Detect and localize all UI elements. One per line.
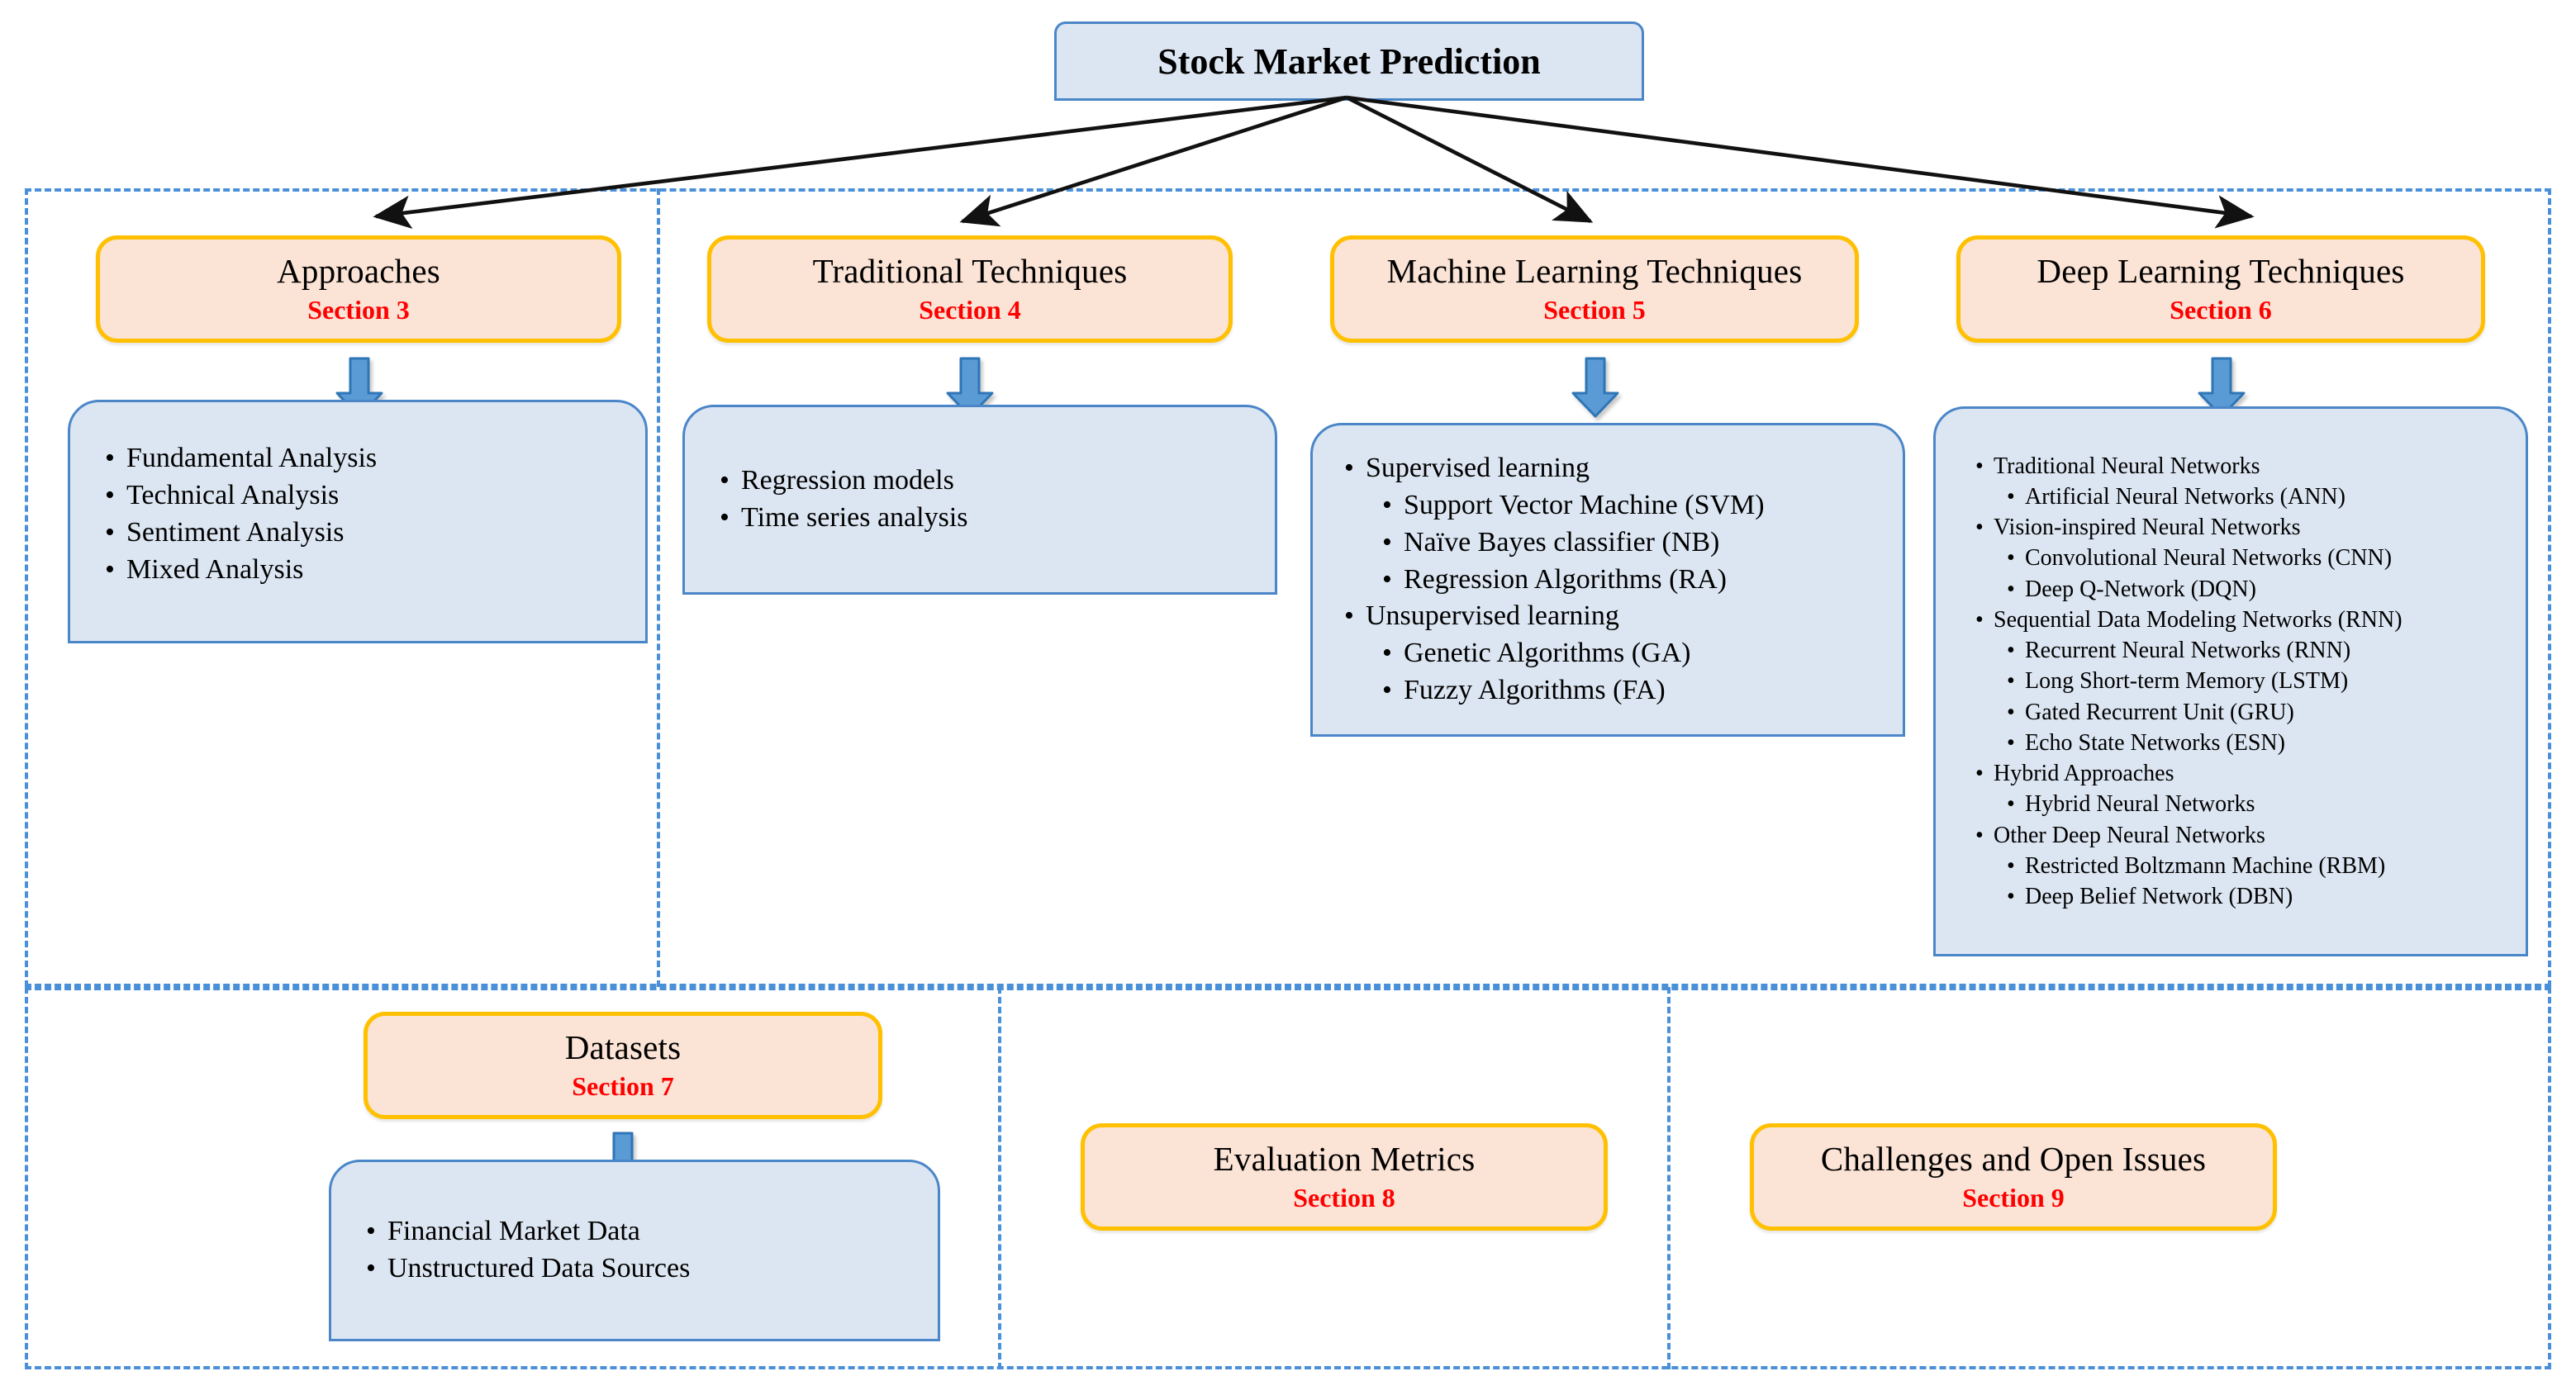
content-box-datasets: Financial Market DataUnstructured Data S… xyxy=(329,1160,940,1341)
list-item: Fundamental Analysis xyxy=(105,440,645,477)
section-box-evaluation-metrics[interactable]: Evaluation Metrics Section 8 xyxy=(1081,1123,1608,1231)
list-item: Deep Belief Network (DBN) xyxy=(1975,881,2526,912)
list-item: Fuzzy Algorithms (FA) xyxy=(1344,672,1903,709)
content-box-machine-learning: Supervised learningSupport Vector Machin… xyxy=(1310,423,1905,737)
content-box-traditional: Regression modelsTime series analysis xyxy=(682,405,1277,595)
section-title-evaluation-metrics: Evaluation Metrics xyxy=(1213,1139,1476,1178)
section-label-traditional: Section 4 xyxy=(919,294,1021,325)
list-item: Unstructured Data Sources xyxy=(366,1250,938,1288)
list-item: Time series analysis xyxy=(720,500,1275,537)
section-title-datasets: Datasets xyxy=(564,1027,682,1066)
dashed-container-bottom xyxy=(25,987,2551,1369)
bullet-list-approaches: Fundamental AnalysisTechnical AnalysisSe… xyxy=(70,440,645,589)
section-box-machine-learning[interactable]: Machine Learning Techniques Section 5 xyxy=(1330,235,1859,343)
section-label-machine-learning: Section 5 xyxy=(1543,294,1646,325)
list-item: Convolutional Neural Networks (CNN) xyxy=(1975,543,2526,573)
section-title-machine-learning: Machine Learning Techniques xyxy=(1386,251,1803,290)
list-item: Sentiment Analysis xyxy=(105,515,645,552)
section-title-approaches: Approaches xyxy=(277,251,440,290)
section-title-traditional: Traditional Techniques xyxy=(812,251,1128,290)
list-item: Hybrid Approaches xyxy=(1975,758,2526,789)
title-box: Stock Market Prediction xyxy=(1054,21,1644,101)
dashed-divider-bottom-right xyxy=(1667,987,1671,1369)
list-item: Vision-inspired Neural Networks xyxy=(1975,512,2526,543)
content-box-approaches: Fundamental AnalysisTechnical AnalysisSe… xyxy=(68,400,648,643)
list-item: Support Vector Machine (SVM) xyxy=(1344,487,1903,524)
section-box-deep-learning[interactable]: Deep Learning Techniques Section 6 xyxy=(1956,235,2485,343)
section-label-approaches: Section 3 xyxy=(307,294,410,325)
section-box-traditional[interactable]: Traditional Techniques Section 4 xyxy=(707,235,1233,343)
list-item: Naïve Bayes classifier (NB) xyxy=(1344,524,1903,562)
section-box-datasets[interactable]: Datasets Section 7 xyxy=(364,1012,882,1119)
list-item: Hybrid Neural Networks xyxy=(1975,789,2526,819)
section-label-challenges: Section 9 xyxy=(1962,1182,2065,1212)
list-item: Restricted Boltzmann Machine (RBM) xyxy=(1975,851,2526,881)
list-item: Traditional Neural Networks xyxy=(1975,451,2526,482)
dashed-divider-bottom-left xyxy=(998,987,1001,1369)
down-arrow-machine-learning xyxy=(1570,357,1621,418)
section-box-approaches[interactable]: Approaches Section 3 xyxy=(96,235,621,343)
bullet-list-datasets: Financial Market DataUnstructured Data S… xyxy=(331,1213,938,1288)
section-label-evaluation-metrics: Section 8 xyxy=(1293,1182,1395,1212)
section-box-challenges[interactable]: Challenges and Open Issues Section 9 xyxy=(1750,1123,2277,1231)
bullet-list-deep-learning: Traditional Neural NetworksArtificial Ne… xyxy=(1936,451,2526,913)
list-item: Recurrent Neural Networks (RNN) xyxy=(1975,635,2526,666)
section-title-deep-learning: Deep Learning Techniques xyxy=(2037,251,2405,290)
list-item: Artificial Neural Networks (ANN) xyxy=(1975,482,2526,512)
section-label-datasets: Section 7 xyxy=(572,1070,674,1101)
bullet-list-machine-learning: Supervised learningSupport Vector Machin… xyxy=(1313,450,1903,709)
bullet-list-traditional: Regression modelsTime series analysis xyxy=(685,463,1275,537)
list-item: Other Deep Neural Networks xyxy=(1975,820,2526,851)
list-item: Gated Recurrent Unit (GRU) xyxy=(1975,697,2526,728)
list-item: Regression Algorithms (RA) xyxy=(1344,562,1903,599)
section-label-deep-learning: Section 6 xyxy=(2170,294,2272,325)
list-item: Technical Analysis xyxy=(105,477,645,515)
list-item: Regression models xyxy=(720,463,1275,500)
list-item: Financial Market Data xyxy=(366,1213,938,1250)
section-title-challenges: Challenges and Open Issues xyxy=(1820,1139,2207,1178)
list-item: Unsupervised learning xyxy=(1344,598,1903,635)
list-item: Long Short-term Memory (LSTM) xyxy=(1975,666,2526,696)
dashed-divider-approaches-traditional xyxy=(657,188,660,987)
list-item: Genetic Algorithms (GA) xyxy=(1344,635,1903,672)
page-title: Stock Market Prediction xyxy=(1157,40,1541,82)
list-item: Supervised learning xyxy=(1344,450,1903,487)
down-arrow-deep-learning xyxy=(2196,357,2247,418)
list-item: Sequential Data Modeling Networks (RNN) xyxy=(1975,605,2526,635)
content-box-deep-learning: Traditional Neural NetworksArtificial Ne… xyxy=(1933,406,2528,956)
list-item: Mixed Analysis xyxy=(105,552,645,589)
list-item: Deep Q-Network (DQN) xyxy=(1975,574,2526,605)
list-item: Echo State Networks (ESN) xyxy=(1975,728,2526,758)
